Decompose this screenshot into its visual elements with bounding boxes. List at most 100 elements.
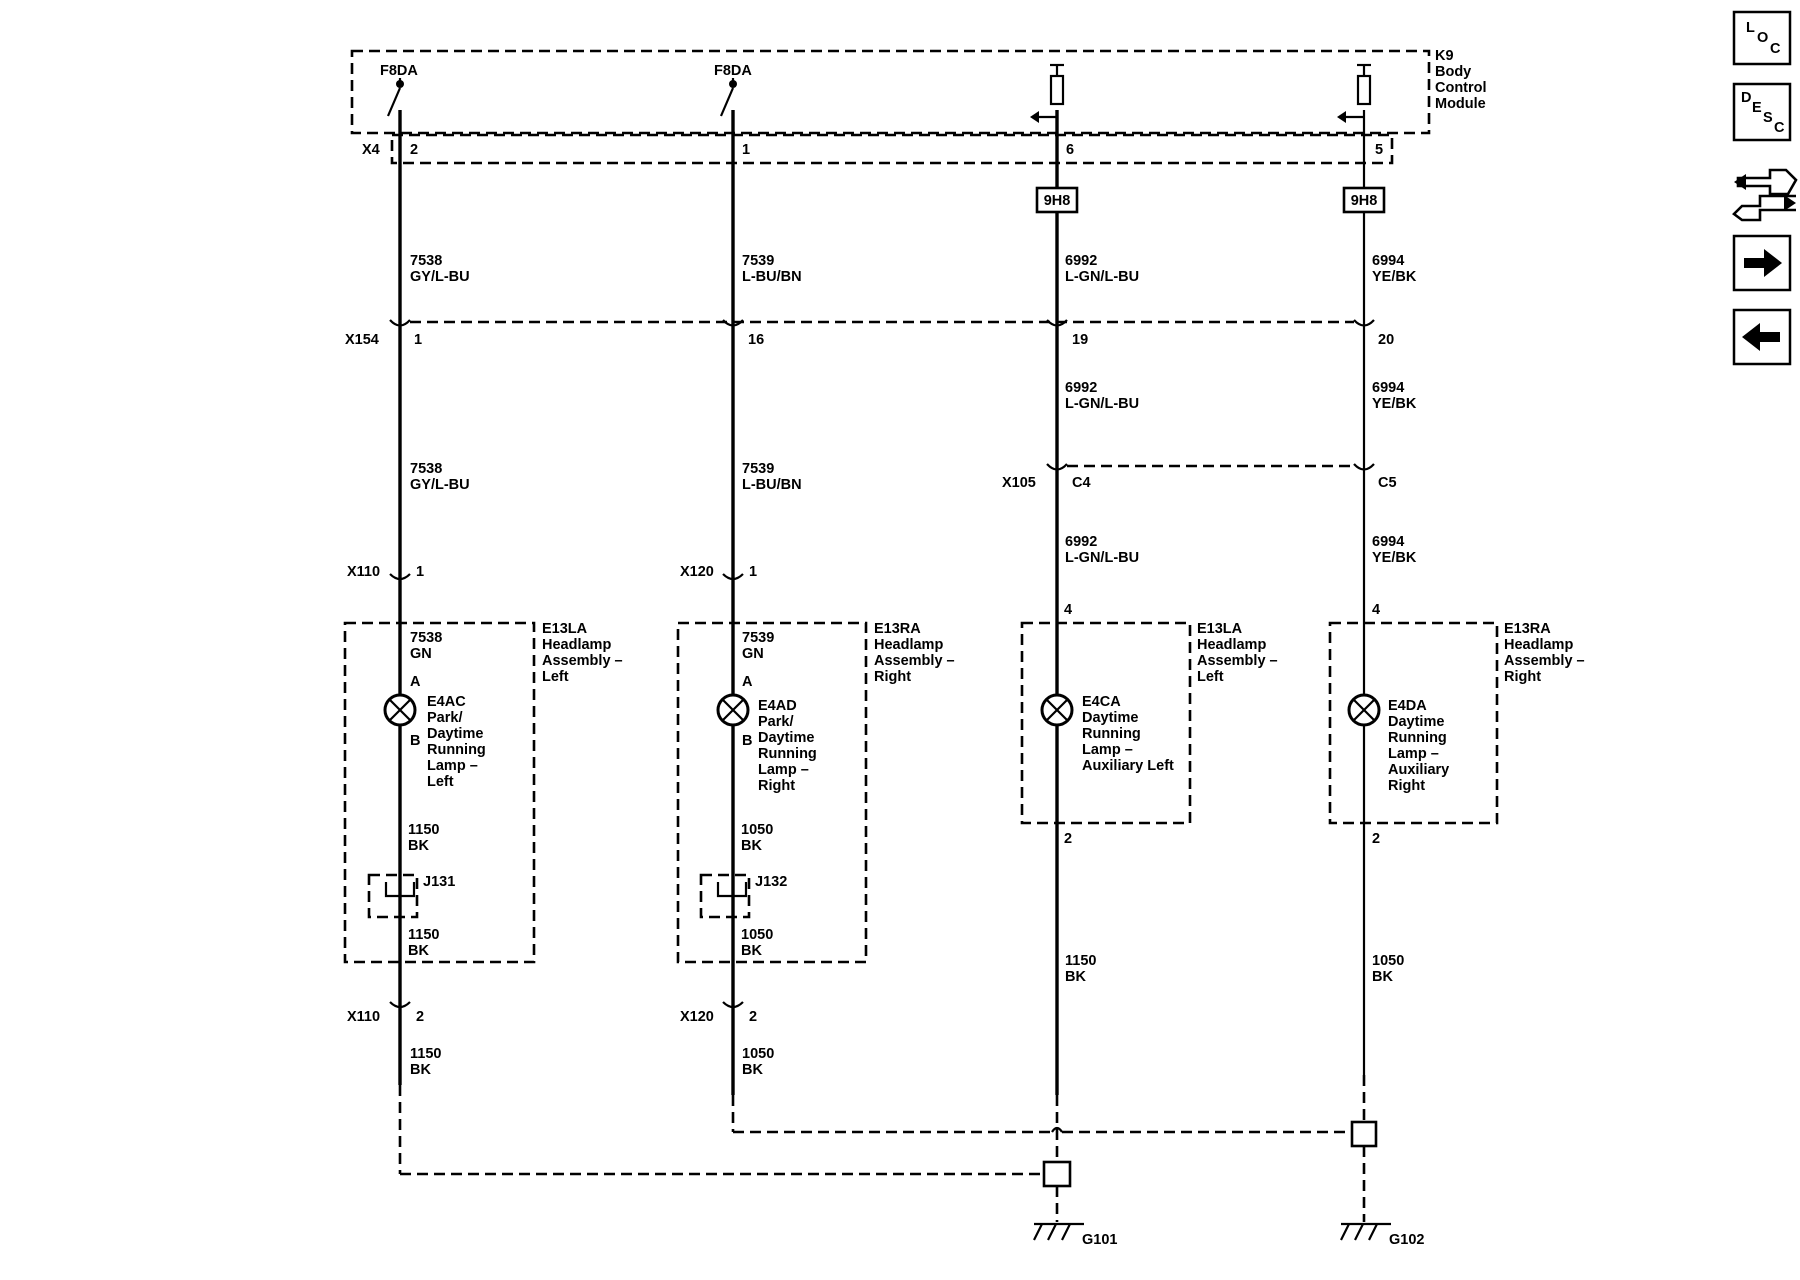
description-letter-d: D	[1741, 90, 1751, 106]
assembly-2-line-3: Assembly –	[874, 653, 955, 669]
x120-top-pin: 1	[749, 564, 757, 580]
description-letter-c: C	[1774, 120, 1785, 136]
lamp-e4ad-line-1: E4AD	[758, 698, 797, 714]
lamp-e4ac-line-4: Running	[427, 742, 486, 758]
arrow-right-icon[interactable]	[1744, 249, 1782, 277]
x105-symbol-c5	[1353, 463, 1375, 471]
wire-color-6992-a: L-GN/L-BU	[1065, 269, 1139, 285]
connector-view-button[interactable]	[1732, 168, 1798, 222]
wire-color-7539-a: L-BU/BN	[742, 269, 802, 285]
x4-pin-2: 2	[410, 142, 418, 158]
location-icon[interactable]	[1732, 10, 1792, 66]
ground-splice-g101	[1042, 1160, 1072, 1188]
assembly-2-line-2: Headlamp	[874, 637, 943, 653]
x120-bottom-connector-symbol	[722, 1001, 744, 1009]
driver-arrow-head-3	[1030, 111, 1039, 123]
lamp-cross-b-e4da	[1353, 699, 1375, 721]
ground-returns: G101 G102	[398, 1075, 1424, 1248]
module-label-line-4: Module	[1435, 96, 1486, 112]
x110-top-label: X110	[347, 564, 380, 580]
wire-circuit-1050-inner-2a: 1050	[741, 822, 773, 838]
x110-bottom-label: X110	[347, 1009, 380, 1025]
wire-circuit-7539-a: 7539	[742, 253, 774, 269]
lamp-e4ad-line-4: Running	[758, 746, 817, 762]
wire-color-6994-c: YE/BK	[1372, 550, 1417, 566]
ground-g101-tick-3	[1061, 1223, 1071, 1241]
circuit-column-1: F8DA 7538 GY/L-BU 7538 GY/L-BU 7538 GN X…	[347, 63, 470, 1085]
x105-pin-c5: C5	[1378, 475, 1397, 491]
x120-bottom-label: X120	[680, 1009, 714, 1025]
connector-icon[interactable]	[1732, 168, 1798, 222]
lamp-e4ad-pin-b: B	[742, 733, 752, 749]
lamp-e4da-line-4: Lamp –	[1388, 746, 1439, 762]
body-control-module: K9 Body Control Module	[350, 48, 1487, 135]
switch-blade-2	[719, 87, 735, 117]
jumper-j132-link	[716, 882, 748, 898]
switch-blade-1	[386, 87, 402, 117]
lamp-e4ca-pin-4: 4	[1064, 602, 1072, 618]
lamp-e4ac-pin-b: B	[410, 733, 420, 749]
location-letter-o: O	[1757, 30, 1768, 46]
location-button[interactable]: L O C	[1732, 10, 1792, 66]
wire-color-1050-inner-2b: BK	[741, 943, 762, 959]
jumper-j131-link	[384, 882, 416, 898]
assembly-2-line-4: Right	[874, 669, 911, 685]
lamp-e4ca-line-4: Lamp –	[1082, 742, 1133, 758]
wire-circuit-6992-a: 6992	[1065, 253, 1097, 269]
return-path-crossover	[1051, 1126, 1063, 1133]
description-icon[interactable]	[1732, 82, 1792, 142]
description-button[interactable]: D E S C	[1732, 82, 1792, 142]
circuit-column-3: 9H8 6992 L-GN/L-BU 6992 L-GN/L-BU 6992 L…	[1030, 63, 1139, 1095]
x110-top-connector-symbol	[389, 573, 411, 581]
x120-top-connector-symbol	[722, 573, 744, 581]
assembly-4-line-4: Right	[1504, 669, 1541, 685]
x105-connector: X105 C4 C5	[1002, 463, 1397, 491]
x154-pin-20: 20	[1378, 332, 1394, 348]
assembly-1-line-1: E13LA	[542, 621, 588, 637]
wire-color-1150-bottom-1: BK	[410, 1062, 431, 1078]
assembly-3-line-4: Left	[1197, 669, 1224, 685]
lamp-e4da-line-2: Daytime	[1388, 714, 1444, 730]
wire-circuit-1050-bottom-4: 1050	[1372, 953, 1404, 969]
wire-color-7538-b: GY/L-BU	[410, 477, 470, 493]
driver-transistor-3	[1049, 74, 1065, 106]
previous-page-button[interactable]	[1732, 308, 1792, 366]
wire-circuit-6994-a: 6994	[1372, 253, 1404, 269]
arrow-left-icon[interactable]	[1742, 323, 1780, 351]
x105-symbol-c4	[1046, 463, 1068, 471]
wire-circuit-1150-bottom-1: 1150	[410, 1046, 441, 1062]
wire-circuit-1050-bottom-2: 1050	[742, 1046, 774, 1062]
wire-circuit-1150-inner-1b: 1150	[408, 927, 439, 943]
x154-pin-16: 16	[748, 332, 764, 348]
assembly-2-line-1: E13RA	[874, 621, 921, 637]
lamp-e4ac-line-3: Daytime	[427, 726, 483, 742]
assembly-boundary-3	[1020, 621, 1192, 825]
x154-connector-label: X154	[345, 332, 379, 348]
splice-9h8-box-2	[1342, 186, 1386, 214]
assembly-3-line-1: E13LA	[1197, 621, 1243, 637]
x105-connector-label: X105	[1002, 475, 1036, 491]
assembly-4-line-1: E13RA	[1504, 621, 1551, 637]
x4-connector-label: X4	[362, 142, 380, 158]
headlamp-assembly-right-2: E13RA Headlamp Assembly – Right A B E4AD…	[676, 621, 955, 964]
assembly-4-line-2: Headlamp	[1504, 637, 1573, 653]
wire-color-1050-inner-2a: BK	[741, 838, 762, 854]
circuit-column-4: 9H8 6994 YE/BK 6994 YE/BK 6994 YE/BK 105…	[1337, 63, 1417, 1075]
ground-g101-tick-2	[1047, 1223, 1057, 1241]
jumper-j131-box	[367, 873, 419, 919]
x154-connector: X154 1 16 19 20	[345, 319, 1394, 348]
assembly-1-line-4: Left	[542, 669, 569, 685]
x154-symbol-4	[1353, 319, 1375, 327]
x154-symbol-3	[1046, 319, 1068, 327]
x154-pin-19: 19	[1072, 332, 1088, 348]
wire-color-1150-inner-1b: BK	[408, 943, 429, 959]
lamp-cross-b-e4ac	[389, 699, 411, 721]
next-page-button[interactable]	[1732, 234, 1792, 292]
wire-color-1050-bottom-4: BK	[1372, 969, 1393, 985]
lamp-e4da-line-6: Right	[1388, 778, 1425, 794]
x105-pin-c4: C4	[1072, 475, 1091, 491]
module-label-line-3: Control	[1435, 80, 1487, 96]
x4-pin-5: 5	[1375, 142, 1383, 158]
wire-circuit-6992-b: 6992	[1065, 380, 1097, 396]
jumper-j132-box	[699, 873, 751, 919]
